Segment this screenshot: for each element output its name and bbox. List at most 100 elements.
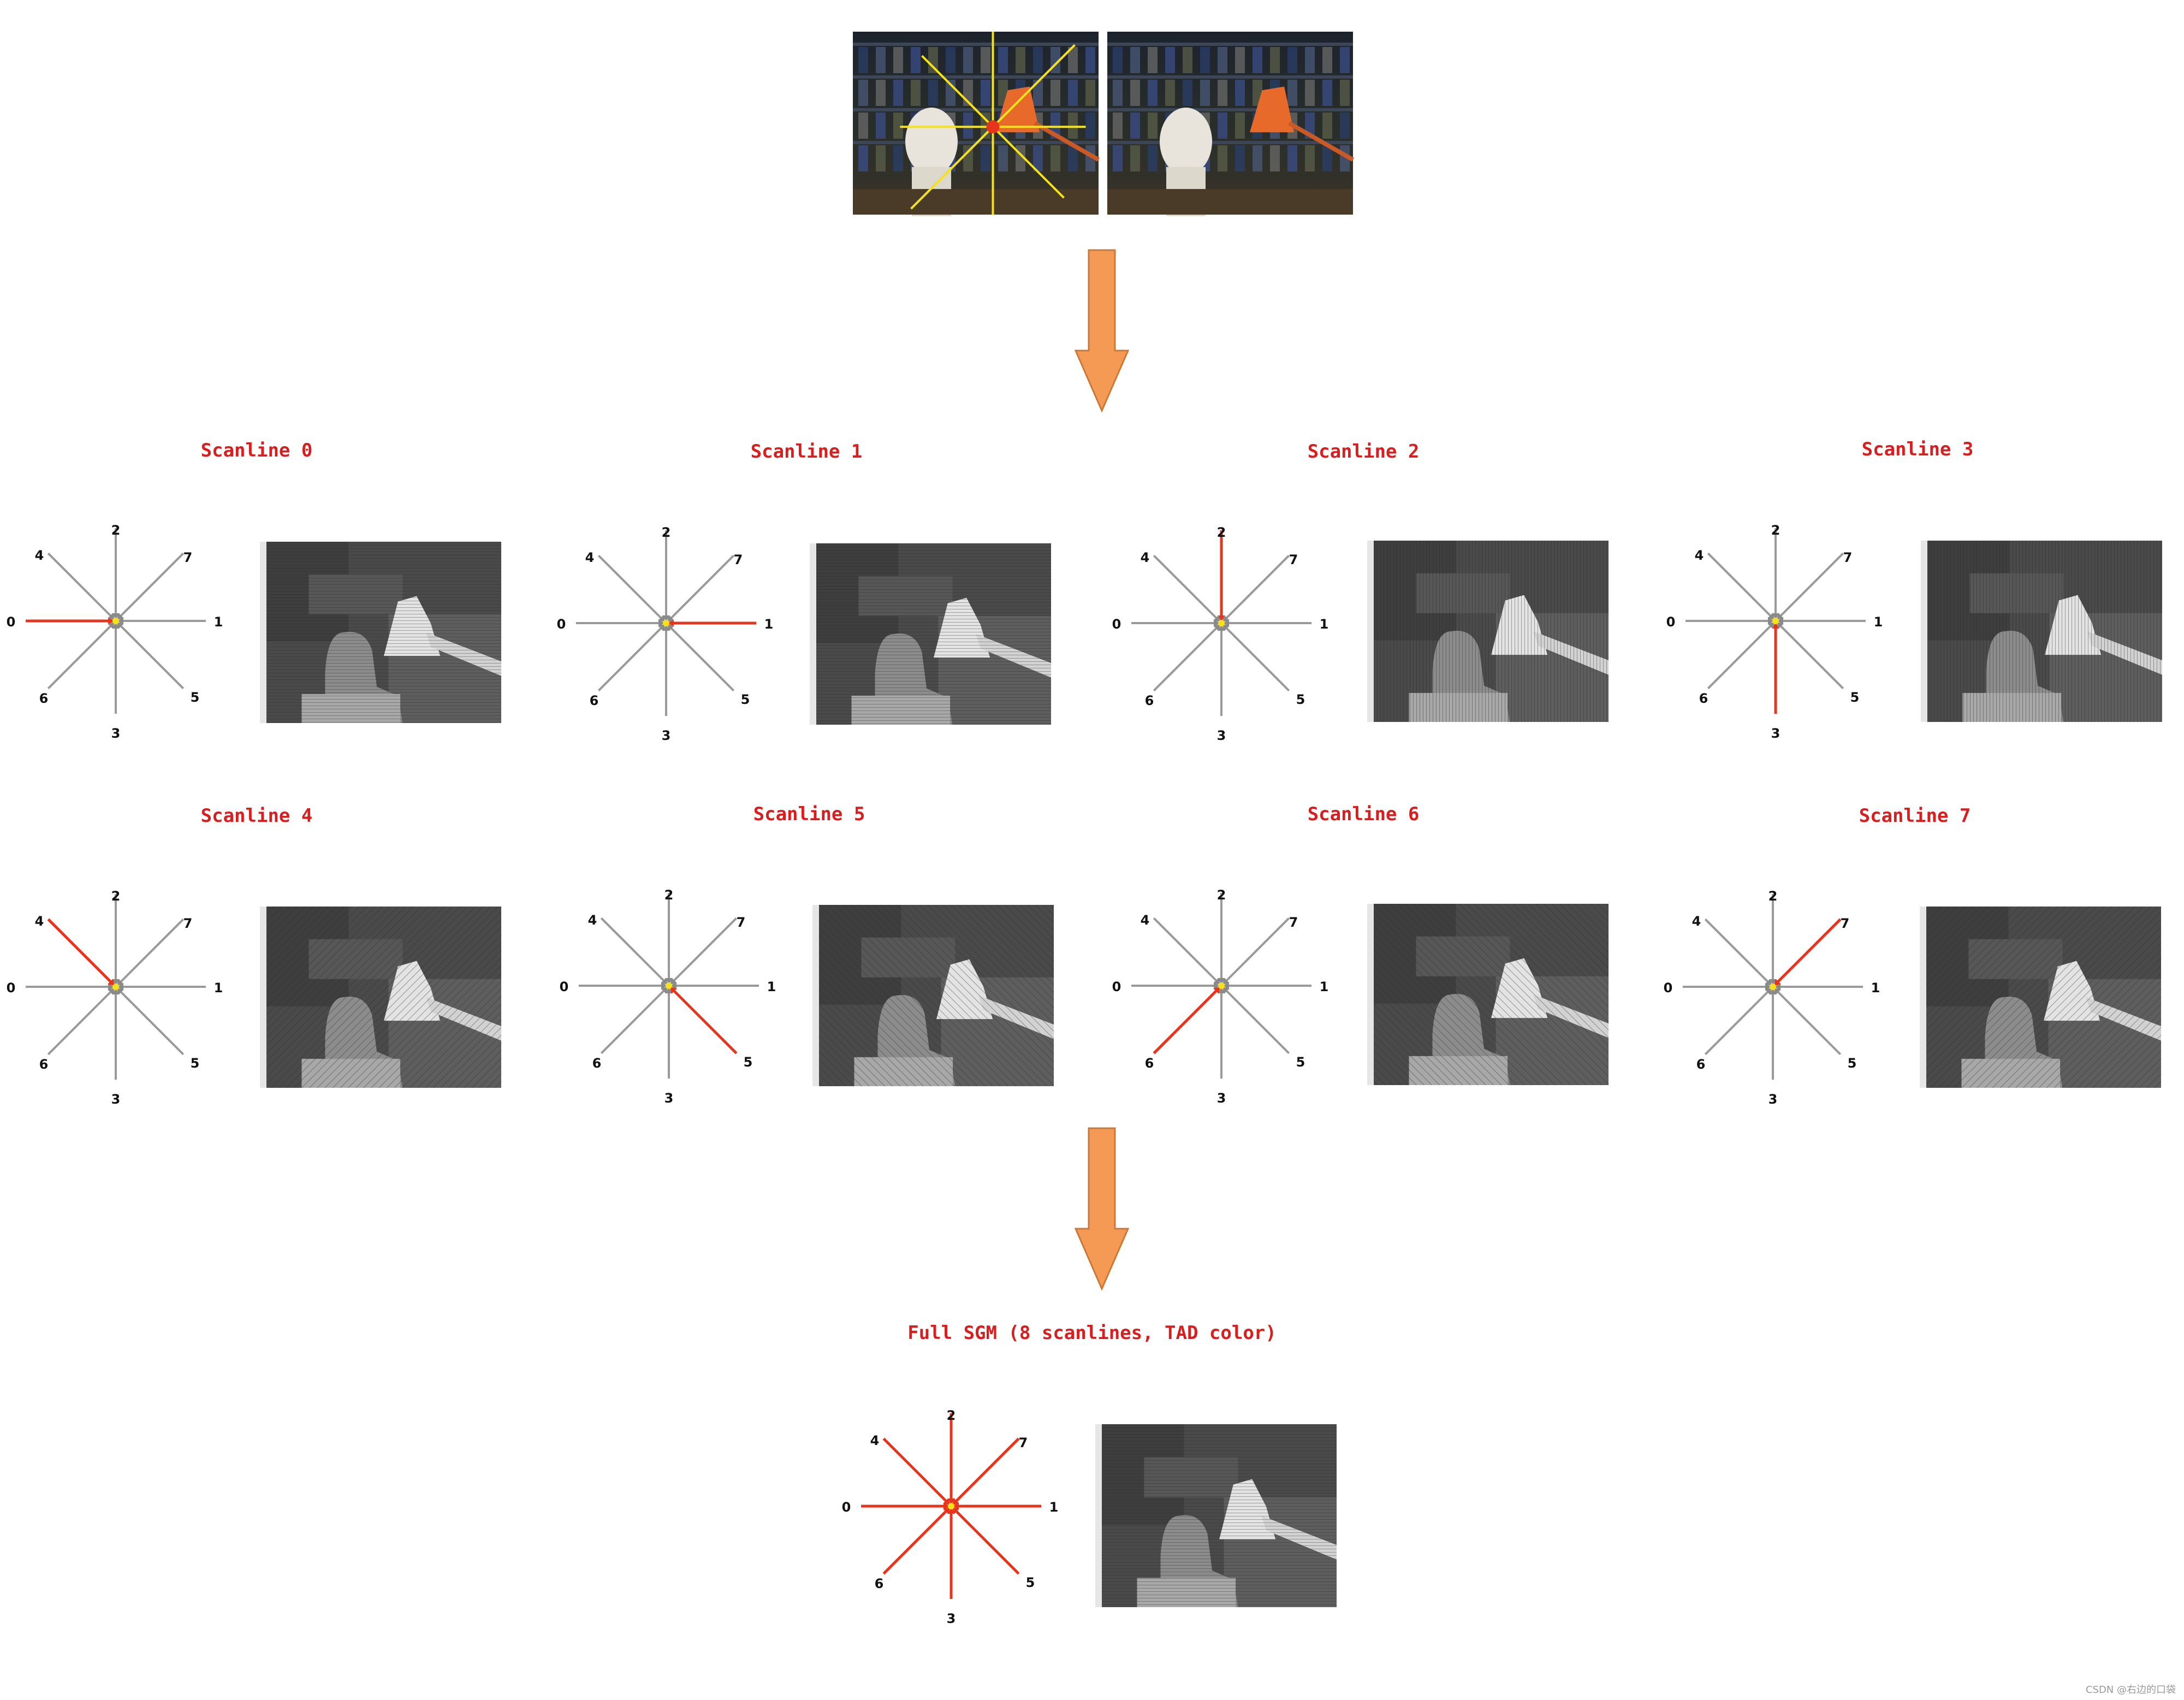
stereo-pair <box>853 32 1354 216</box>
ray-arrowhead <box>661 978 668 985</box>
disparity-map <box>1921 541 2162 722</box>
ray-arrowhead <box>1769 988 1777 994</box>
book <box>1165 80 1175 106</box>
scanline-ray <box>910 126 994 210</box>
book <box>981 80 990 106</box>
map-margin <box>1095 1424 1102 1607</box>
direction-label: 0 <box>1112 979 1121 994</box>
ray-arrowhead <box>117 613 124 620</box>
map-margin <box>810 543 816 725</box>
direction-label: 7 <box>737 915 746 930</box>
panel-title: Scanline 4 <box>201 805 313 827</box>
down-arrow-icon <box>1074 1127 1130 1291</box>
center-pixel-dot <box>1218 982 1225 989</box>
ray-arrowhead <box>943 1507 950 1514</box>
ray-arrowhead <box>665 978 673 984</box>
direction-label: 6 <box>592 1056 602 1071</box>
book <box>1218 145 1227 171</box>
shelf <box>1107 108 1353 111</box>
panel-title: Scanline 5 <box>753 803 865 825</box>
ray-arrowhead <box>1214 982 1220 990</box>
direction-label: 3 <box>1768 1092 1778 1107</box>
disparity-map <box>1095 1424 1337 1607</box>
table <box>853 189 1099 215</box>
statue-head <box>905 108 958 175</box>
direction-ray-4 <box>600 917 670 987</box>
direction-label: 2 <box>947 1408 956 1423</box>
lamp-arm <box>1288 121 1354 162</box>
panel-title: Scanline 0 <box>201 440 313 461</box>
ray-arrowhead <box>661 987 668 994</box>
book <box>1148 80 1158 106</box>
book <box>1183 47 1192 73</box>
ray-arrowhead <box>947 1508 955 1514</box>
direction-label: 2 <box>1771 523 1781 538</box>
book <box>1033 145 1043 171</box>
direction-label: 2 <box>664 887 674 903</box>
book <box>1235 80 1245 106</box>
direction-label: 0 <box>7 980 16 996</box>
book <box>1253 145 1262 171</box>
ray-arrowhead <box>943 1502 949 1510</box>
direction-label: 4 <box>1695 548 1704 563</box>
direction-label: 5 <box>1026 1575 1035 1590</box>
ray-arrowhead <box>112 613 120 619</box>
panel-title: Scanline 6 <box>1308 803 1420 825</box>
ray-arrowhead <box>670 978 677 985</box>
center-pixel-dot <box>948 1503 954 1509</box>
center-pixel-dot <box>1772 618 1779 624</box>
direction-ray-7 <box>665 554 735 624</box>
book <box>1130 47 1140 73</box>
direction-ray-6 <box>1153 622 1222 692</box>
ray-arrowhead <box>117 979 124 986</box>
direction-ray-4 <box>47 918 117 988</box>
book <box>1340 47 1350 73</box>
center-pixel-dot <box>1770 984 1776 990</box>
map-margin <box>260 907 266 1088</box>
ray-arrowhead <box>1769 979 1777 985</box>
direction-label: 7 <box>1289 552 1298 567</box>
direction-label: 0 <box>557 617 566 632</box>
ray-arrowhead <box>1222 624 1230 631</box>
ray-arrowhead <box>1213 615 1220 622</box>
book <box>1085 47 1095 73</box>
direction-label: 1 <box>1320 979 1329 994</box>
direction-label: 2 <box>1768 888 1778 904</box>
book <box>858 145 868 171</box>
direction-label: 3 <box>1771 726 1781 741</box>
book <box>928 47 938 73</box>
book <box>1113 80 1123 106</box>
direction-label: 7 <box>734 552 743 567</box>
map-margin <box>260 542 266 723</box>
book <box>1253 47 1262 73</box>
lamp-arm <box>1034 121 1100 162</box>
book <box>981 47 990 73</box>
book <box>1130 80 1140 106</box>
book <box>1235 47 1245 73</box>
book <box>1322 80 1332 106</box>
ray-arrowhead <box>112 988 120 994</box>
book <box>1148 145 1158 171</box>
ray-arrowhead <box>1214 619 1220 627</box>
book <box>1270 47 1280 73</box>
direction-ray-6 <box>1153 985 1222 1055</box>
book <box>1148 47 1158 73</box>
direction-label: 3 <box>947 1611 956 1626</box>
direction-label: 1 <box>767 979 776 994</box>
book <box>893 80 903 106</box>
direction-label: 5 <box>191 690 200 705</box>
book <box>1270 145 1280 171</box>
ray-arrowhead <box>117 983 123 991</box>
book <box>893 145 903 171</box>
ray-arrowhead <box>1213 987 1220 994</box>
direction-ray-5 <box>665 622 735 692</box>
center-pixel-dot <box>1218 620 1225 626</box>
book <box>1340 112 1350 139</box>
book <box>893 47 903 73</box>
map-streak-texture <box>1374 904 1609 1085</box>
book <box>1016 47 1025 73</box>
book <box>1165 47 1175 73</box>
direction-ray-7 <box>668 917 738 987</box>
